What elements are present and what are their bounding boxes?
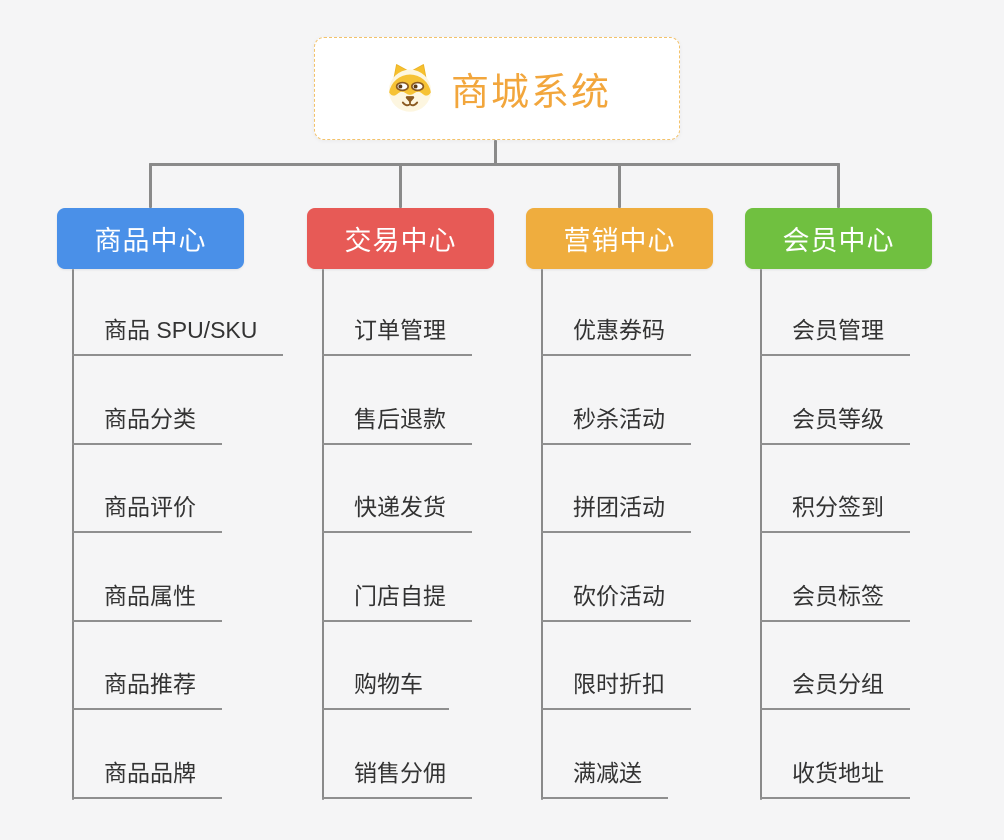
connector-branch-trunk: [72, 269, 74, 800]
branch-topic[interactable]: 会员中心: [745, 208, 932, 269]
root-topic[interactable]: 商城系统: [314, 37, 680, 140]
child-topic[interactable]: 限时折扣: [541, 672, 691, 710]
branch-topic[interactable]: 商品中心: [57, 208, 244, 269]
root-topic-title: 商城系统: [450, 72, 611, 114]
connector-branch-trunk: [322, 269, 324, 800]
connector-root-drop: [493, 140, 497, 166]
child-topic[interactable]: 商品推荐: [72, 672, 222, 710]
child-topic[interactable]: 会员分组: [760, 672, 910, 710]
child-topic[interactable]: 会员标签: [760, 584, 910, 622]
child-topic[interactable]: 收货地址: [760, 761, 910, 799]
child-topic[interactable]: 积分签到: [760, 495, 910, 533]
connector-branch-drop: [149, 163, 152, 208]
child-topic[interactable]: 商品品牌: [72, 761, 222, 799]
child-topic[interactable]: 满减送: [541, 761, 668, 799]
child-topic[interactable]: 门店自提: [322, 584, 472, 622]
branch-topic-label: 商品中心: [94, 226, 207, 256]
connector-branch-drop: [837, 163, 840, 208]
connector-branch-drop: [618, 163, 621, 208]
child-topic[interactable]: 销售分佣: [322, 761, 472, 799]
child-topic[interactable]: 订单管理: [322, 318, 472, 356]
child-topic[interactable]: 快递发货: [322, 495, 472, 533]
connector-rail: [149, 163, 840, 166]
branch-topic-label: 会员中心: [782, 226, 895, 256]
connector-branch-trunk: [541, 269, 543, 800]
child-topic[interactable]: 商品属性: [72, 584, 222, 622]
child-topic[interactable]: 拼团活动: [541, 495, 691, 533]
child-topic[interactable]: 优惠券码: [541, 318, 691, 356]
child-topic[interactable]: 砍价活动: [541, 584, 691, 622]
connector-branch-drop: [399, 163, 402, 208]
child-topic[interactable]: 商品评价: [72, 495, 222, 533]
dog-face-icon: [383, 62, 437, 116]
branch-topic-label: 营销中心: [563, 226, 676, 256]
branch-topic[interactable]: 营销中心: [526, 208, 713, 269]
branch-topic-label: 交易中心: [344, 226, 457, 256]
connector-branch-trunk: [760, 269, 762, 800]
child-topic[interactable]: 购物车: [322, 672, 449, 710]
child-topic[interactable]: 会员管理: [760, 318, 910, 356]
child-topic[interactable]: 售后退款: [322, 407, 472, 445]
child-topic[interactable]: 商品 SPU/SKU: [72, 318, 284, 356]
child-topic[interactable]: 秒杀活动: [541, 407, 691, 445]
branch-topic[interactable]: 交易中心: [307, 208, 494, 269]
child-topic[interactable]: 商品分类: [72, 407, 222, 445]
child-topic[interactable]: 会员等级: [760, 407, 910, 445]
